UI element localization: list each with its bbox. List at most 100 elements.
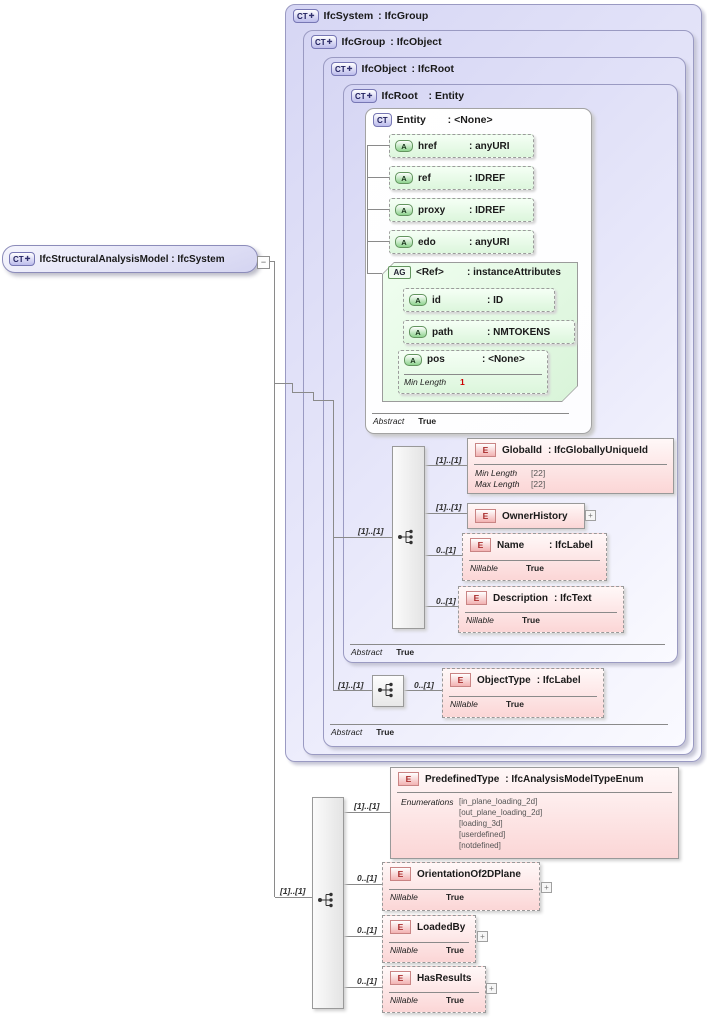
attribute-name: proxy — [418, 204, 446, 216]
expand-button[interactable]: + — [486, 983, 497, 994]
divider — [449, 696, 597, 697]
element-objecttype[interactable]: E ObjectType : IfcLabel Nillable True — [442, 668, 604, 718]
element-predefinedtype[interactable]: E PredefinedType : IfcAnalysisModelTypeE… — [390, 767, 679, 859]
element-header: E ObjectType : IfcLabel — [450, 673, 581, 687]
node-ifcstructuralanalysismodel[interactable]: CT✚ IfcStructuralAnalysisModel : IfcSyst… — [2, 245, 258, 273]
connector-line — [367, 177, 389, 178]
connector-line — [423, 465, 467, 466]
collapse-toggle[interactable]: − — [257, 256, 270, 269]
connector-line — [423, 555, 462, 556]
element-type: : IfcLabel — [549, 539, 593, 551]
sequence-connector-ifcobject[interactable] — [372, 675, 404, 707]
attribute-pos[interactable]: A pos : <None> — [398, 350, 548, 394]
element-globalid[interactable]: E GlobalId : IfcGloballyUniqueId Min Len… — [467, 438, 674, 494]
type-name: IfcSystem — [323, 10, 374, 22]
element-name-text: Description — [493, 592, 549, 604]
element-icon: E — [475, 509, 496, 523]
cardinality-label: 0..[1] — [357, 976, 377, 986]
connector-line — [333, 690, 372, 691]
element-ownerhistory[interactable]: E OwnerHistory — [467, 503, 585, 529]
type-name: IfcRoot — [381, 90, 418, 102]
connector-line — [342, 884, 382, 885]
facet-row: Nillable True — [470, 563, 544, 573]
element-description[interactable]: E Description : IfcText Nillable True — [458, 586, 624, 633]
cardinality-label: 0..[1] — [357, 925, 377, 935]
attribute-id[interactable]: A id : ID — [403, 288, 555, 312]
connector-line — [292, 383, 293, 392]
complextype-icon: CT✚ — [311, 35, 337, 49]
connector-line — [268, 261, 274, 262]
element-name[interactable]: E Name : IfcLabel Nillable True — [462, 533, 607, 581]
derived-plus-icon: ✚ — [366, 93, 373, 100]
complextype-icon: CT✚ — [351, 89, 377, 103]
attribute-edo[interactable]: A edo : anyURI — [389, 230, 534, 254]
connector-line — [367, 145, 389, 146]
attribute-icon: A — [409, 326, 427, 338]
type-box-ifcsystem-header: CT✚ IfcSystem : IfcGroup — [293, 9, 428, 23]
facet-row: Nillable True — [390, 995, 464, 1005]
cardinality-label: 0..[1] — [436, 596, 456, 606]
connector-line — [342, 812, 390, 813]
element-name: OwnerHistory — [502, 510, 568, 522]
attribute-name: id — [432, 294, 441, 306]
attribute-name: edo — [418, 236, 436, 248]
attribute-group-icon: AG — [388, 266, 411, 279]
cardinality-label: 0..[1] — [436, 545, 456, 555]
enumeration-values: [in_plane_loading_2d] [out_plane_loading… — [459, 796, 542, 851]
element-name-text: LoadedBy — [417, 921, 466, 933]
sequence-icon — [318, 892, 333, 908]
element-name-text: PredefinedType — [425, 773, 500, 785]
divider — [389, 889, 533, 890]
attribute-name: path — [432, 326, 454, 338]
expand-button[interactable]: + — [477, 931, 488, 942]
attribute-icon: A — [395, 172, 413, 184]
type-name: Entity — [396, 114, 426, 126]
complextype-icon: CT✚ — [331, 62, 357, 76]
element-header: E HasResults — [390, 971, 471, 985]
attribute-icon: A — [395, 204, 413, 216]
element-header: E GlobalId : IfcGloballyUniqueId — [475, 443, 648, 457]
attribute-proxy[interactable]: A proxy : IDREF — [389, 198, 534, 222]
connector-line — [333, 537, 392, 538]
enum-value: [userdefined] — [459, 830, 506, 839]
element-icon: E — [470, 538, 491, 552]
enum-value: [loading_3d] — [459, 819, 503, 828]
element-type: : IfcAnalysisModelTypeEnum — [505, 773, 644, 785]
element-icon: E — [475, 443, 496, 457]
expand-button[interactable]: + — [541, 882, 552, 893]
expand-button[interactable]: + — [585, 510, 596, 521]
element-loadedby[interactable]: E LoadedBy Nillable True — [382, 915, 476, 963]
type-box-ifcgroup-header: CT✚ IfcGroup : IfcObject — [311, 35, 442, 49]
enum-value: [out_plane_loading_2d] — [459, 808, 543, 817]
divider — [397, 792, 672, 793]
attribute-href[interactable]: A href : anyURI — [389, 134, 534, 158]
element-icon: E — [398, 772, 419, 786]
type-box-entity-header: CT Entity : <None> — [373, 113, 493, 127]
connector-line — [423, 513, 467, 514]
abstract-row: Abstract True — [351, 647, 415, 657]
attribute-name: href — [418, 140, 437, 152]
cardinality-label: [1]..[1] — [436, 455, 462, 465]
attribute-ref[interactable]: A ref : IDREF — [389, 166, 534, 190]
sequence-connector-ifcroot[interactable] — [392, 446, 425, 629]
attribute-type: : ID — [487, 294, 504, 306]
element-hasresults[interactable]: E HasResults Nillable True — [382, 966, 486, 1013]
element-icon: E — [390, 920, 411, 934]
type-base: : IfcGroup — [378, 10, 429, 22]
attribute-path[interactable]: A path : NMTOKENS — [403, 320, 575, 344]
element-orientationof2dplane[interactable]: E OrientationOf2DPlane Nillable True — [382, 862, 540, 911]
element-name-text: ObjectType — [477, 674, 531, 686]
type-base: : <None> — [447, 114, 493, 126]
attribute-type: : NMTOKENS — [487, 326, 551, 338]
cardinality-label: 0..[1] — [357, 873, 377, 883]
type-name: IfcObject — [361, 63, 407, 75]
attribute-type: : <None> — [482, 354, 525, 365]
element-name-text: HasResults — [417, 972, 472, 984]
element-header: E OwnerHistory — [475, 509, 568, 523]
connector-line — [333, 400, 334, 690]
sequence-connector-main[interactable] — [312, 797, 344, 1009]
complextype-icon: CT✚ — [293, 9, 319, 23]
facet-row: Nillable True — [390, 892, 464, 902]
cardinality-label: [1]..[1] — [358, 526, 384, 536]
